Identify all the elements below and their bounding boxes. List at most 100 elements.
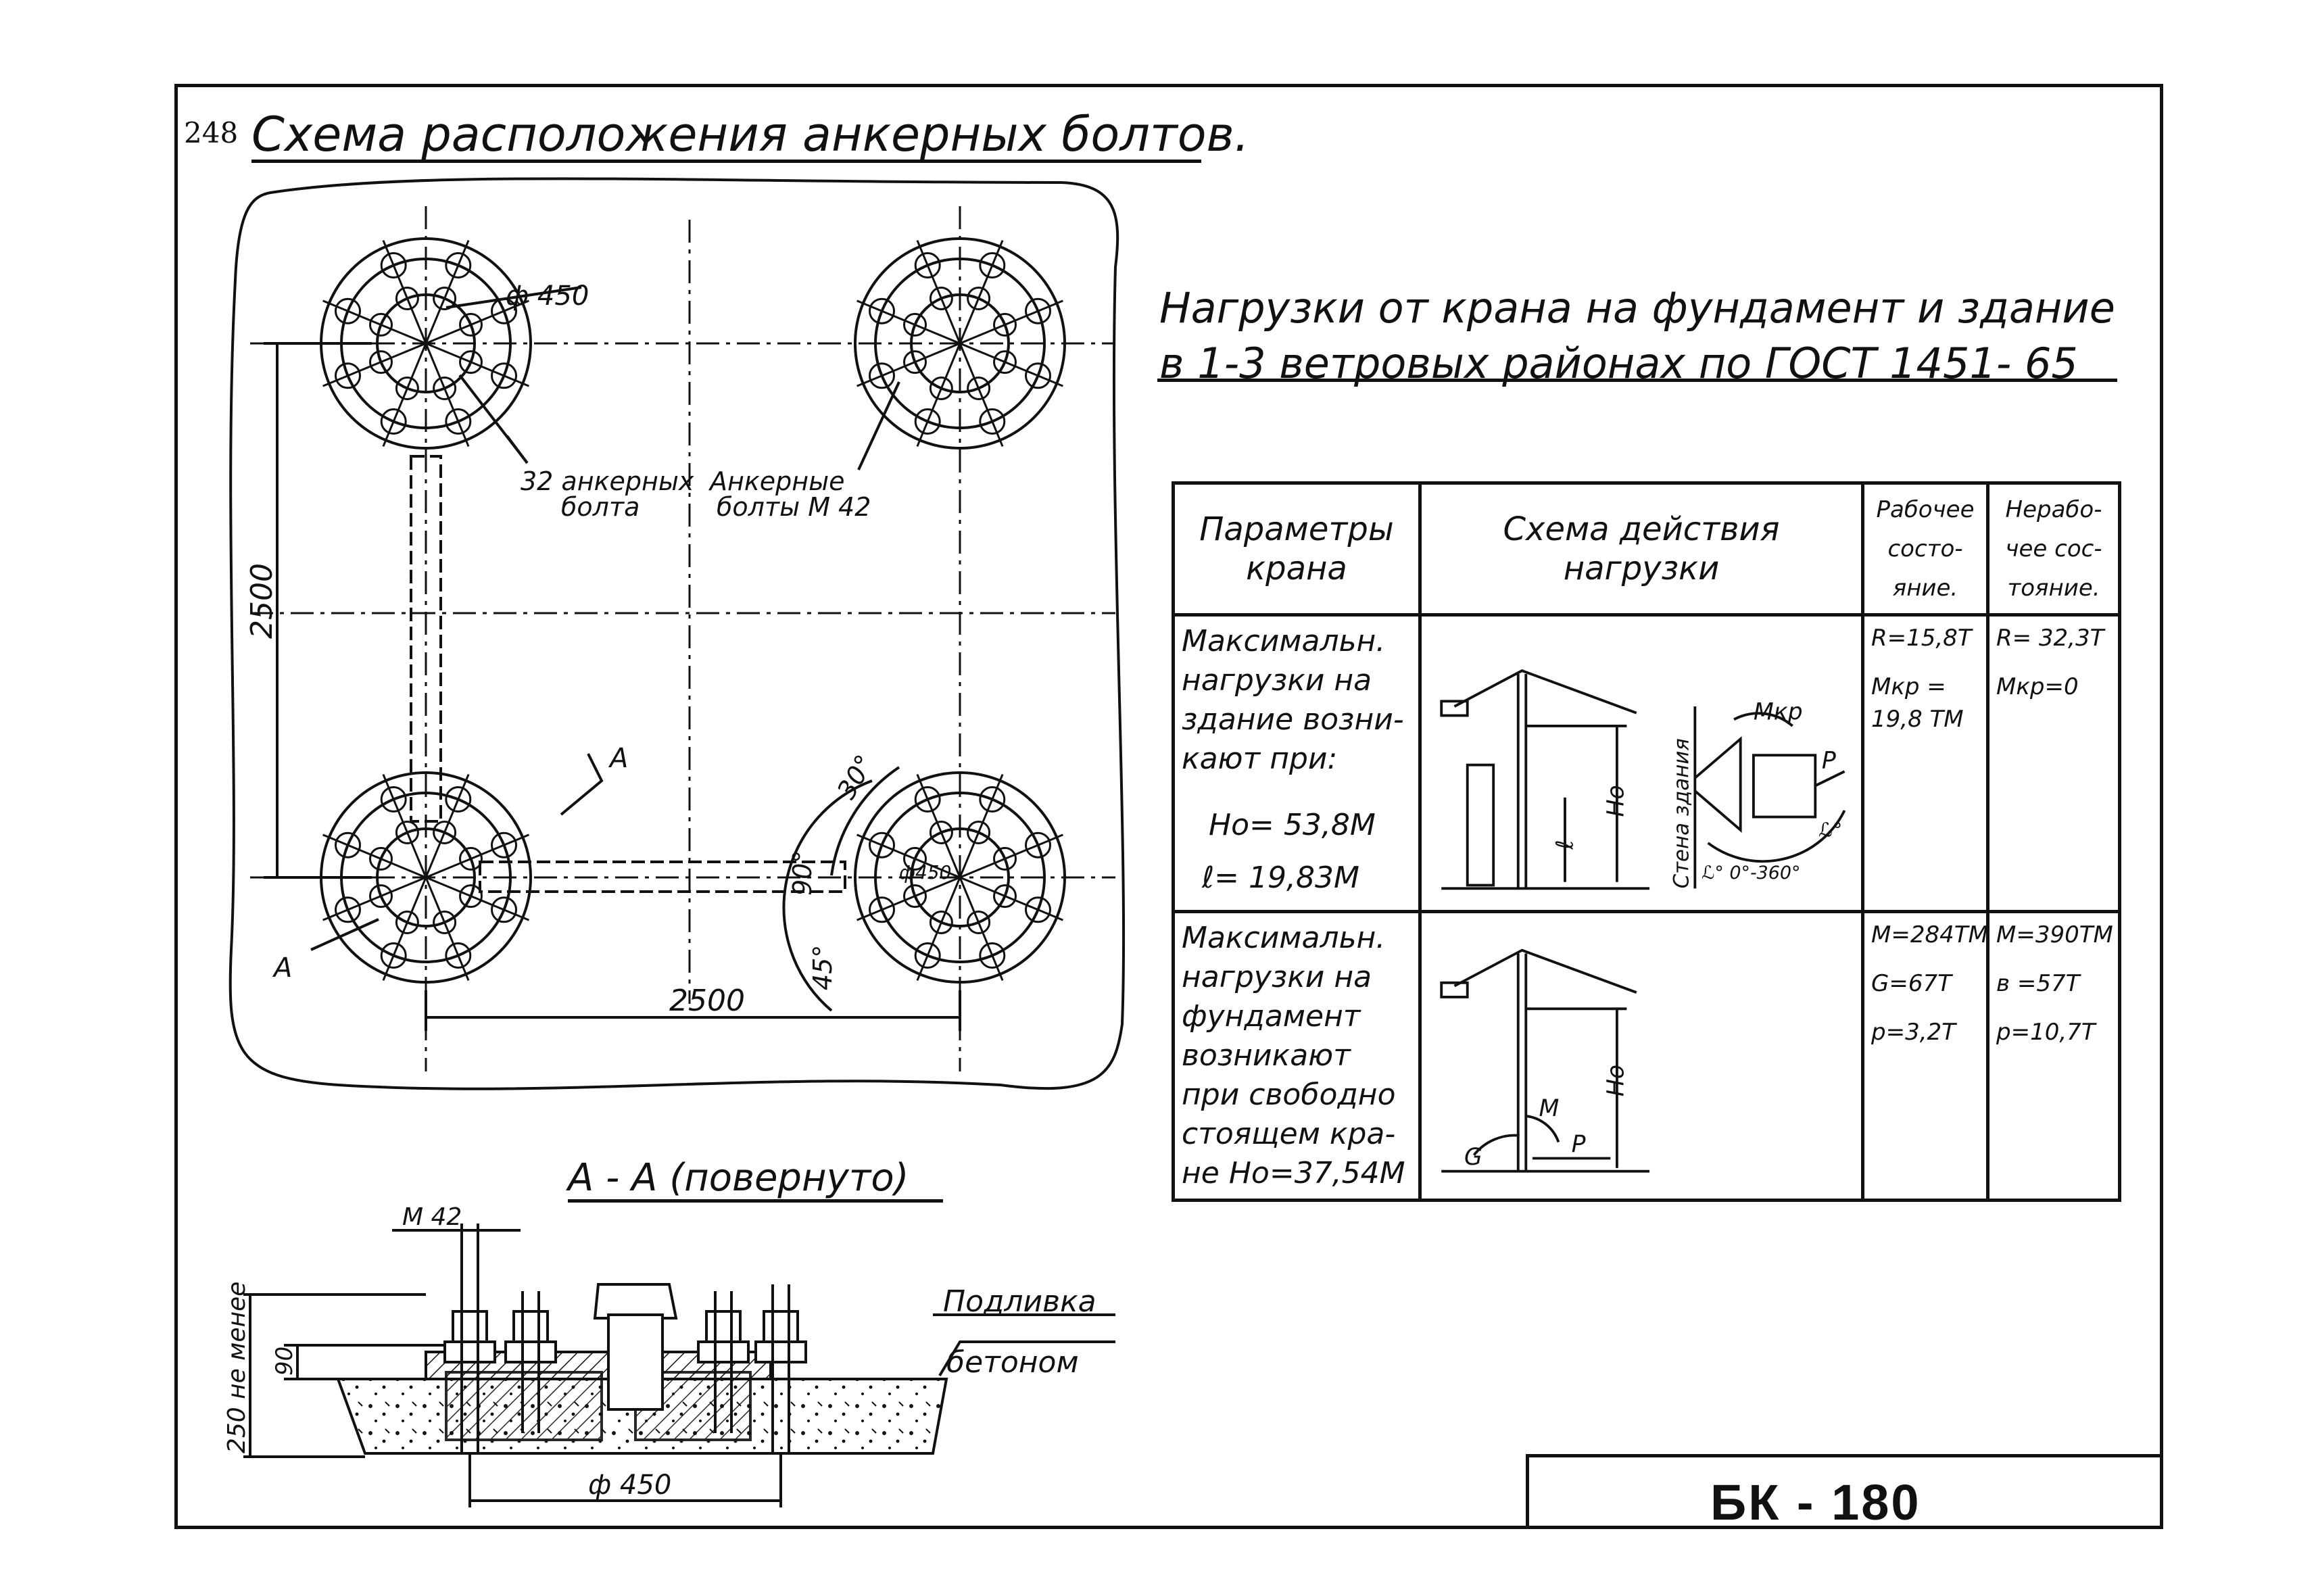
plan-anchor-label-1: Анкерные <box>708 466 845 496</box>
anchor-bolt <box>380 786 407 813</box>
row1-nonworking: R= 32,3Т Мкр=0 <box>1986 612 2121 914</box>
bolt-axis-line <box>959 876 1063 921</box>
main-title: Схема расположения анкерных болтов. <box>251 107 1250 162</box>
anchor-bolt <box>979 252 1006 279</box>
loads-title-line1: Нагрузки от крана на фундамент и здание <box>1159 283 2115 333</box>
anchor-bolt <box>967 377 991 400</box>
row2-working-p: р=3,2Т <box>1871 1019 1956 1046</box>
anchor-bolt <box>1025 831 1051 859</box>
anchor-bolt <box>869 831 895 859</box>
section-a-a: М 42 250 не менее 90 ф 450 Подливка бето… <box>223 1203 1129 1518</box>
anchor-bolt <box>967 821 991 844</box>
anchor-bolt <box>433 821 457 844</box>
plan-angle-30: 30° <box>831 750 880 804</box>
plan-bolts-label-1: 32 анкерных <box>521 466 694 496</box>
anchor-bolt <box>967 287 991 310</box>
anchor-bolt <box>929 911 953 934</box>
bolt-axis-line <box>857 876 961 921</box>
anchor-bolt <box>929 377 953 400</box>
row2-nonworking-m: М=390ТМ <box>1996 921 2113 949</box>
tie-beam-horizontal <box>479 861 846 893</box>
row2-nonworking-p: р=10,7Т <box>1996 1019 2096 1046</box>
row1-working: R=15,8Т Мкр = 19,8 ТМ <box>1861 612 1989 914</box>
anchor-bolt <box>459 350 483 374</box>
row2-working-m: М=284ТМ <box>1871 921 1988 949</box>
row2-working-g: G=67Т <box>1871 970 1952 998</box>
anchor-bolt <box>433 911 457 934</box>
loads-table-row-foundation: Максимальн. нагрузки на фундамент возник… <box>1172 910 2121 1203</box>
anchor-bolt <box>993 884 1017 909</box>
anchor-bolt <box>380 942 407 969</box>
anchor-bolt <box>929 821 953 844</box>
anchor-bolt <box>459 312 483 337</box>
anchor-bolt <box>445 408 472 435</box>
bolt-axis-line <box>425 774 470 878</box>
row2-scheme-g: G <box>1464 1144 1482 1171</box>
row1-l: ℓ= 19,83М <box>1202 861 1359 895</box>
title-block <box>1526 1454 2163 1529</box>
bolt-axis-line <box>857 342 961 387</box>
anchor-bolt-plan-svg: ф 450 32 анкерных болта Анкерные болты М… <box>228 177 1126 1090</box>
row1-scheme-mkr: Мкр <box>1754 698 1803 725</box>
anchor-bolt <box>869 362 895 389</box>
section-a-a-svg: М 42 250 не менее 90 ф 450 Подливка бето… <box>223 1203 1115 1507</box>
anchor-bolt <box>979 942 1006 969</box>
drawing-frame <box>174 84 2163 1529</box>
plan-small-dia: ф450 <box>899 861 951 884</box>
row1-working-r: R=15,8Т <box>1871 625 1972 652</box>
bolt-axis-line <box>959 343 1004 447</box>
loads-title: Нагрузки от крана на фундамент и здание … <box>1159 281 2115 391</box>
anchor-bolt <box>903 350 927 374</box>
anchor-bolt <box>993 846 1017 871</box>
anchor-bolt <box>1025 896 1051 923</box>
row2-working: М=284ТМ G=67Т р=3,2Т <box>1861 910 1989 1203</box>
anchor-bolt <box>491 831 517 859</box>
plan-angle-45: 45° <box>808 945 838 990</box>
main-title-underline <box>251 160 1201 163</box>
anchor-bolt <box>369 846 393 871</box>
bolt-axis-line <box>425 833 529 879</box>
bolt-axis-line <box>959 774 1004 878</box>
row1-scheme-ho: Но <box>1603 785 1630 817</box>
anchor-bolt <box>1025 297 1051 324</box>
anchor-bolts <box>322 240 1063 981</box>
section-dim-90: 90 <box>271 1347 298 1376</box>
pedestal-top-right <box>854 237 1066 450</box>
bolt-axis-line <box>425 299 529 345</box>
bolt-axis-line <box>382 877 427 981</box>
bolt-axis-line <box>382 343 427 447</box>
row2-scheme-svg: Но М Р G <box>1440 948 1650 1174</box>
anchor-bolt-plan: ф 450 32 анкерных болта Анкерные болты М… <box>223 172 1156 1207</box>
bolt-axis-line <box>857 833 961 879</box>
plan-bolts-label-2: болта <box>561 492 640 522</box>
anchor-bolt <box>459 884 483 909</box>
row1-scheme-wall: Стена здания <box>1670 738 1694 888</box>
row1-scheme-svg: Но ℓ Стена здания Мкр Р ℒ° ℒ° 0°-360° <box>1440 669 1846 890</box>
bolt-axis-line <box>959 877 1004 981</box>
bolt-axis-line <box>959 833 1063 879</box>
section-m42: М 42 <box>402 1203 462 1231</box>
anchor-bolt <box>491 297 517 324</box>
anchor-bolt <box>903 312 927 337</box>
anchor-bolt <box>369 312 393 337</box>
plan-dim-vertical: 2500 <box>245 563 279 639</box>
row1-ho: Но= 53,8М <box>1209 808 1376 842</box>
anchor-bolt <box>445 942 472 969</box>
section-title: А - А (повернуто) <box>568 1156 909 1200</box>
page-number: 248 <box>184 116 239 149</box>
plan-dia-label: ф 450 <box>506 281 589 312</box>
row1-scheme-l: ℓ <box>1552 840 1579 850</box>
row2-scheme-m: М <box>1539 1095 1560 1122</box>
anchor-bolt <box>395 821 419 844</box>
loads-title-line2: в 1-3 ветровых районах по ГОСТ 1451- 65 <box>1159 339 2078 388</box>
bolt-axis-line <box>916 343 961 447</box>
plan-section-mark-top: А <box>608 743 628 774</box>
bolt-axis-line <box>382 774 427 878</box>
anchor-bolt <box>369 350 393 374</box>
anchor-bolt <box>433 377 457 400</box>
loads-table: Параметры крана Схема действия нагрузки … <box>1172 481 2121 1203</box>
anchor-bolt <box>445 252 472 279</box>
anchor-bolt <box>993 312 1017 337</box>
loads-table-header-row: Параметры крана Схема действия нагрузки … <box>1172 481 2121 616</box>
anchor-bolt <box>335 831 361 859</box>
